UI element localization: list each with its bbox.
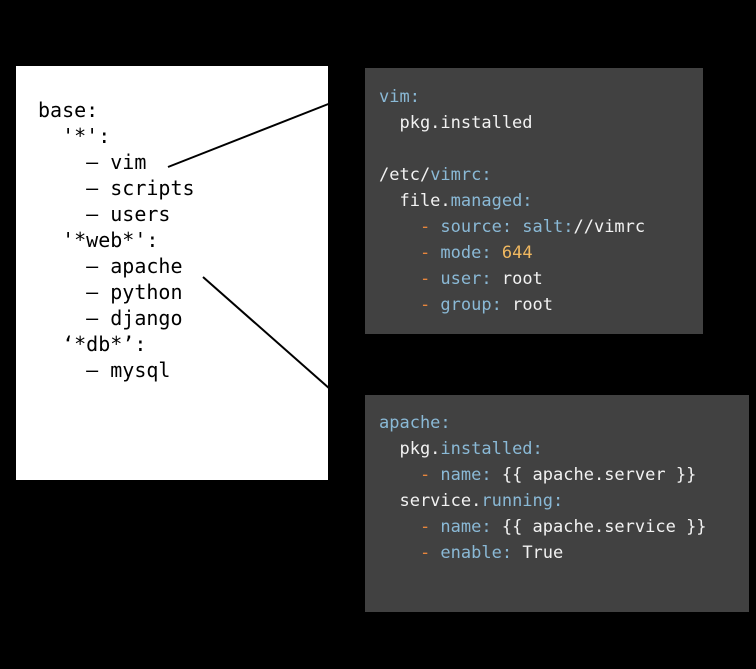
vim-sls-line: file.managed: [379, 188, 645, 214]
apache-sls-line: pkg.installed: [379, 436, 707, 462]
top-sls-panel: base: '*': – vim – scripts – users '*web… [16, 66, 328, 480]
top-sls-line: – mysql [38, 358, 171, 382]
code-token: name: [440, 465, 502, 485]
code-token: managed: [450, 191, 533, 211]
apache-sls-code: apache: pkg.installed: - name: {{ apache… [379, 410, 707, 566]
top-sls-line: '*': [38, 124, 111, 148]
top-sls-line: – users [38, 202, 171, 226]
code-token: service. [379, 491, 482, 511]
code-token: - [379, 243, 441, 263]
code-token: vim: [379, 87, 420, 107]
code-token: /etc/ [379, 165, 431, 185]
apache-sls-line: - name: {{ apache.server }} [379, 462, 707, 488]
code-token: mode: [440, 243, 502, 263]
top-sls-line: '*web*': [38, 228, 159, 252]
vim-sls-panel: vim: pkg.installed /etc/vimrc: file.mana… [365, 68, 703, 334]
top-sls-line: – scripts [38, 176, 195, 200]
vim-sls-line: pkg.installed [379, 110, 645, 136]
top-sls-line: – python [38, 280, 183, 304]
vim-sls-line: - source: salt://vimrc [379, 214, 645, 240]
vim-sls-line [379, 136, 645, 162]
code-token: {{ apache.server }} [501, 465, 697, 485]
code-token: - [379, 465, 441, 485]
code-token: apache: [379, 413, 451, 433]
top-sls-line: – apache [38, 254, 183, 278]
apache-sls-line: apache: [379, 410, 707, 436]
code-token: installed: [440, 439, 543, 459]
top-sls-line: – vim [38, 150, 147, 174]
apache-sls-line: service.running: [379, 488, 707, 514]
code-token: pkg.installed [379, 113, 533, 133]
vim-sls-line: - mode: 644 [379, 240, 645, 266]
top-sls-line: base: [38, 98, 99, 122]
code-token: - [379, 543, 441, 563]
code-token: group: [440, 295, 513, 315]
code-token: - [379, 217, 441, 237]
code-token: source: salt: [440, 217, 574, 237]
vim-sls-line: - group: root [379, 292, 645, 318]
code-token [379, 139, 389, 159]
apache-sls-line: - name: {{ apache.service }} [379, 514, 707, 540]
code-token: vimrc: [430, 165, 492, 185]
apache-sls-panel: apache: pkg.installed: - name: {{ apache… [365, 395, 749, 612]
top-sls-code: base: '*': – vim – scripts – users '*web… [38, 97, 195, 383]
top-sls-line: – django [38, 306, 183, 330]
code-token: - [379, 269, 441, 289]
code-token: user: [440, 269, 502, 289]
code-token: running: [481, 491, 564, 511]
code-token: //vimrc [573, 217, 646, 237]
vim-sls-code: vim: pkg.installed /etc/vimrc: file.mana… [379, 84, 645, 318]
vim-sls-line: - user: root [379, 266, 645, 292]
vim-sls-line: vim: [379, 84, 645, 110]
code-token: root [501, 269, 543, 289]
vim-sls-line: /etc/vimrc: [379, 162, 645, 188]
code-token: - [379, 295, 441, 315]
code-token: enable: [440, 543, 523, 563]
code-token: True [522, 543, 564, 563]
code-token: - [379, 517, 441, 537]
top-sls-line: ‘*db*’: [38, 332, 147, 356]
code-token: name: [440, 517, 502, 537]
code-token: 644 [501, 243, 533, 263]
apache-sls-line: - enable: True [379, 540, 707, 566]
code-token: root [512, 295, 554, 315]
code-token: {{ apache.service }} [501, 517, 707, 537]
code-token: file. [379, 191, 451, 211]
code-token: pkg. [379, 439, 441, 459]
